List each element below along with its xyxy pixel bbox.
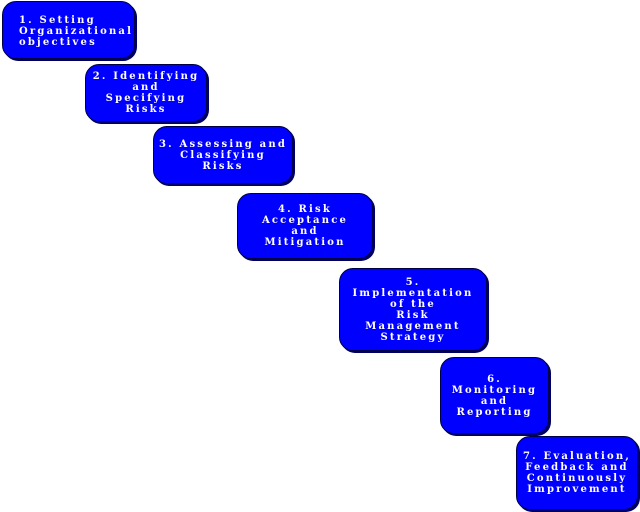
step-4-label: 4. Risk Acceptance and Mitigation bbox=[261, 204, 349, 248]
step-6-monitoring: 6. Monitoring and Reporting bbox=[440, 357, 549, 434]
step-5-implementation: 5. Implementation of the Risk Management… bbox=[339, 268, 487, 351]
step-2-label: 2. Identifying and Specifying Risks bbox=[92, 71, 200, 115]
step-3-assessing-risks: 3. Assessing and Classifying Risks bbox=[153, 126, 293, 184]
step-3-label: 3. Assessing and Classifying Risks bbox=[158, 138, 288, 172]
step-7-label: 7. Evaluation, Feedback and Continuously… bbox=[522, 451, 632, 495]
step-4-risk-acceptance: 4. Risk Acceptance and Mitigation bbox=[237, 193, 373, 259]
step-7-evaluation: 7. Evaluation, Feedback and Continuously… bbox=[516, 436, 638, 510]
step-5-label: 5. Implementation of the Risk Management… bbox=[352, 276, 474, 343]
step-1-setting-objectives: 1. Setting Organizational objectives bbox=[2, 1, 135, 59]
step-1-label: 1. Setting Organizational objectives bbox=[19, 15, 134, 48]
step-2-identifying-risks: 2. Identifying and Specifying Risks bbox=[85, 64, 207, 122]
step-6-label: 6. Monitoring and Reporting bbox=[451, 373, 538, 418]
